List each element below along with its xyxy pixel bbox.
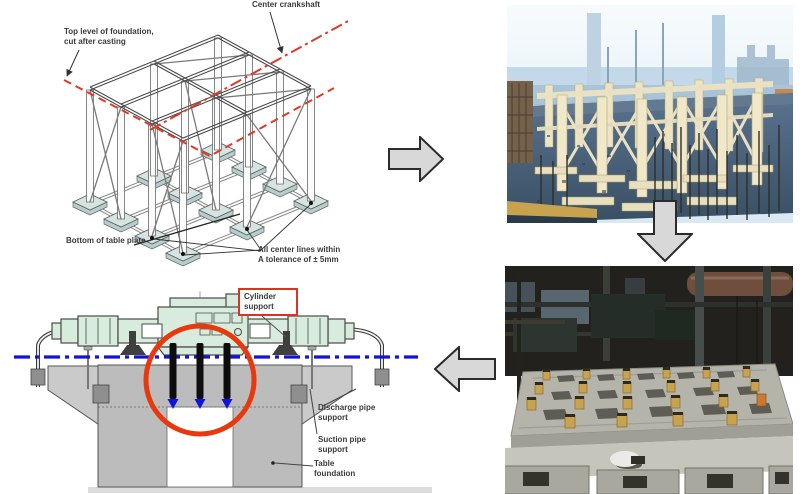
photo-foundation-cast-image [505, 266, 793, 494]
process-arrow-right-icon [388, 136, 444, 182]
left-pipe-bracket [30, 368, 46, 386]
right-pipe-bracket [374, 368, 390, 386]
x-braces [560, 96, 759, 174]
left-wing-bracket [92, 384, 110, 404]
label-tolerance: All center lines within A tolerance of ±… [258, 245, 341, 264]
compressor-vents [85, 312, 321, 344]
orange-sleeve [756, 393, 767, 407]
process-arrow-down-icon [637, 200, 693, 262]
rebar-cage-grid [507, 83, 533, 163]
right-wing-bracket [290, 384, 308, 404]
label-suction-support: Suction pipe support [318, 435, 366, 454]
leader-suction [309, 388, 318, 435]
rebar-rods [540, 125, 780, 220]
machine-section-drawing [14, 291, 432, 493]
block-pockets [523, 472, 789, 488]
center-dots [150, 201, 313, 256]
photo-foundation-cast [505, 266, 793, 494]
edge-beam-shadow [507, 215, 597, 223]
label-center-crankshaft: Center crankshaft [252, 0, 321, 9]
left-wing [47, 365, 99, 425]
leader-cylinder [261, 315, 287, 338]
photo-template-erected-image [507, 5, 793, 223]
label-table-foundation: Table foundation [314, 459, 356, 478]
label-cylinder-support: Cylinder support [238, 288, 298, 316]
machine-drawing-panel: Cylinder support Discharge pipe support … [0, 285, 440, 494]
support-stands [120, 331, 298, 355]
top-frame [89, 34, 312, 142]
table-dot [271, 461, 275, 465]
leader-top-level [66, 49, 80, 77]
leader-tolerance-fan [153, 203, 312, 256]
grout-pockets [543, 371, 772, 420]
top-rail [537, 81, 773, 99]
right-wing [301, 365, 353, 425]
label-discharge-support: Discharge pipe support [318, 403, 376, 422]
sleeve-tops [527, 366, 759, 417]
leader-table [274, 462, 314, 467]
leader-discharge [322, 388, 357, 407]
process-arrow-left-icon [434, 346, 496, 392]
ground-line [88, 487, 432, 493]
compressor-details [141, 323, 271, 339]
label-bottom-plate: Bottom of table plate [66, 236, 146, 245]
shaft-hub [234, 328, 242, 336]
dark-item [631, 456, 645, 464]
photo-template-erected [507, 5, 793, 223]
label-top-level: Top level of foundation, cut after casti… [64, 27, 154, 46]
template-columns [86, 37, 315, 254]
mat-front-face [511, 424, 793, 448]
rebar-cage-left [507, 81, 533, 163]
foundation-cut-line [63, 79, 335, 158]
template-isometric-drawing [63, 11, 351, 267]
diagonal-braces [89, 54, 312, 254]
foundation-center-gap [166, 406, 234, 488]
center-crankshaft-line [149, 19, 351, 131]
leader-crankshaft [269, 11, 284, 54]
anchor-bolts [167, 343, 233, 409]
template-drawing-panel: Center crankshaft Top level of foundatio… [0, 0, 440, 285]
highlight-circle [143, 323, 257, 437]
